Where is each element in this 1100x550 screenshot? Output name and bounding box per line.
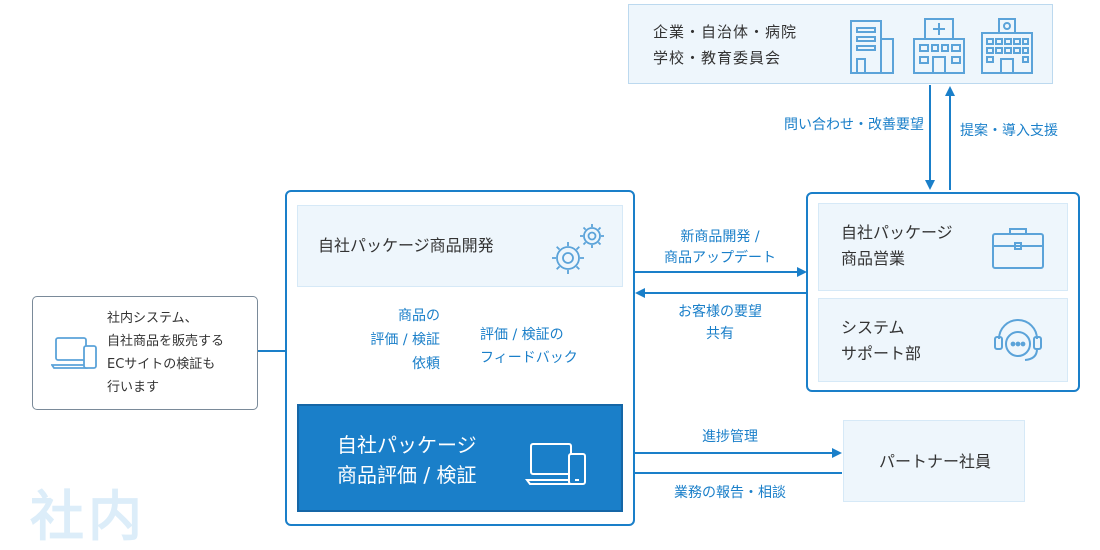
watermark-text: 社内 <box>30 485 146 548</box>
support-line1: システム <box>841 318 905 337</box>
label-new-dev-1: 新商品開発 / <box>680 229 760 245</box>
headset-icon <box>994 319 1042 361</box>
support-line2: サポート部 <box>841 344 922 363</box>
label-feedback-2: フィードバック <box>480 350 578 366</box>
hospital-icon <box>913 18 965 74</box>
devices-small-icon <box>51 337 97 369</box>
label-report: 業務の報告・相談 <box>674 485 786 501</box>
briefcase-icon <box>992 228 1044 269</box>
customers-box: 企業・自治体・病院 学校・教育委員会 <box>628 4 1053 84</box>
internal-line2: 自社商品を販売する <box>107 334 225 349</box>
eval-line1: 自社パッケージ <box>337 433 477 457</box>
dev-label: 自社パッケージ商品開発 <box>318 236 494 255</box>
devices-icon <box>525 443 586 485</box>
dev-box: 自社パッケージ商品開発 <box>297 205 623 287</box>
office-building-icon <box>850 20 894 74</box>
eval-line2: 商品評価 / 検証 <box>337 463 477 487</box>
label-progress: 進捗管理 <box>702 429 758 445</box>
eval-box: 自社パッケージ 商品評価 / 検証 <box>297 404 623 512</box>
label-inquiry: 問い合わせ・改善要望 <box>784 117 924 133</box>
label-share-1: お客様の要望 <box>678 304 762 320</box>
internal-line3: ECサイトの検証も <box>107 357 216 372</box>
partner-label: パートナー社員 <box>878 452 991 471</box>
customers-line1: 企業・自治体・病院 <box>653 23 798 41</box>
sales-line1: 自社パッケージ <box>841 223 953 242</box>
customers-line2: 学校・教育委員会 <box>653 49 782 67</box>
label-new-dev-2: 商品アップデート <box>664 250 776 266</box>
internal-box: 社内システム、 自社商品を販売する ECサイトの検証も 行います <box>32 296 258 410</box>
label-feedback-1: 評価 / 検証の <box>480 327 564 343</box>
label-request-1: 商品の <box>398 308 440 324</box>
gear-icon <box>552 224 604 274</box>
internal-line4: 行います <box>107 380 160 395</box>
label-request-3: 依頼 <box>412 356 440 372</box>
support-box: システム サポート部 <box>818 298 1068 382</box>
school-icon <box>981 18 1033 74</box>
internal-line1: 社内システム、 <box>107 311 198 326</box>
label-share-2: 共有 <box>706 326 734 342</box>
sales-box: 自社パッケージ 商品営業 <box>818 203 1068 291</box>
label-proposal: 提案・導入支援 <box>960 123 1058 139</box>
label-request-2: 評価 / 検証 <box>370 332 440 348</box>
sales-line2: 商品営業 <box>841 249 906 268</box>
partner-box: パートナー社員 <box>843 420 1025 502</box>
